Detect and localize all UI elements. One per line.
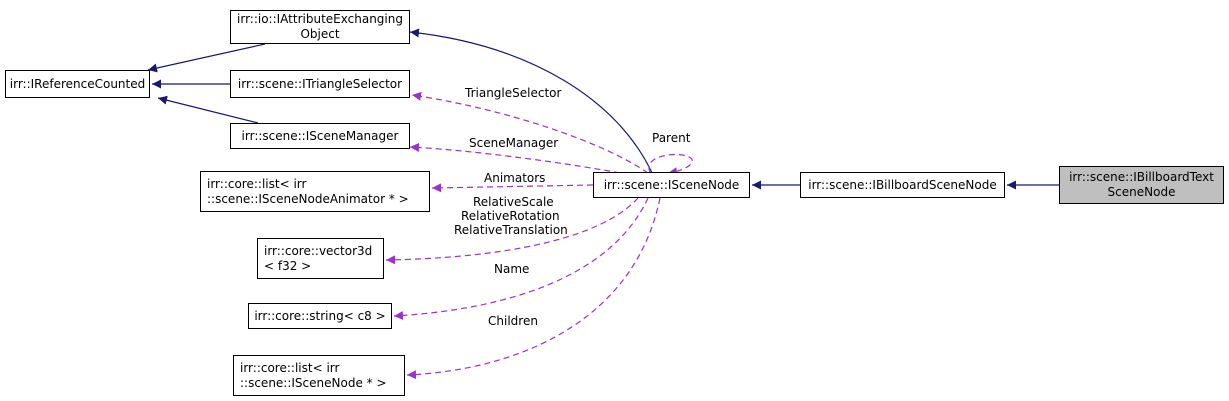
node-iattributeexchangingobject[interactable]: irr::io::IAttributeExchanging Object: [230, 10, 410, 44]
node-vector3d-f32[interactable]: irr::core::vector3d < f32 >: [257, 238, 384, 279]
label-scene-manager: SceneManager: [469, 136, 559, 150]
node-iattributeexchangingobject-line2: Object: [300, 27, 340, 41]
node-vector3d-f32-line1: irr::core::vector3d: [264, 243, 373, 258]
node-ireferencecounted[interactable]: irr::IReferenceCounted: [5, 70, 150, 98]
node-iscenenode[interactable]: irr::scene::ISceneNode: [593, 172, 750, 198]
label-relative-scale: RelativeScale: [473, 195, 554, 209]
node-itriangleselector-line1: irr::scene::ITriangleSelector: [237, 76, 403, 91]
node-iscenemanager-line1: irr::scene::ISceneManager: [241, 128, 399, 143]
edge-scenenode-to-attrex: [409, 28, 653, 174]
node-ibillboardtextscenenode-line1: irr::scene::IBillboardText: [1069, 170, 1214, 184]
edge-scenenode-animlist: [431, 183, 594, 193]
node-iscenemanager[interactable]: irr::scene::ISceneManager: [230, 123, 410, 149]
node-list-iscenenodeanimator[interactable]: irr::core::list< irr ::scene::ISceneNode…: [200, 171, 430, 212]
edge-scenenode-trisel: [411, 91, 649, 174]
edge-scenenode-string: [393, 197, 649, 320]
node-list-iscenenode-line1: irr::core::list< irr: [240, 360, 340, 375]
edge-scenenode-scenemgr: [409, 142, 621, 174]
node-iattributeexchangingobject-line1: irr::io::IAttributeExchanging: [237, 12, 403, 26]
edge-attrex-to-refcounted: [147, 43, 266, 73]
label-relative-rotation: RelativeRotation: [461, 209, 560, 223]
node-ibillboardscenenode-line1: irr::scene::IBillboardSceneNode: [808, 177, 997, 192]
label-parent: Parent: [652, 131, 691, 145]
node-ireferencecounted-line1: irr::IReferenceCounted: [9, 76, 146, 91]
node-string-c8[interactable]: irr::core::string< c8 >: [248, 303, 392, 329]
node-itriangleselector[interactable]: irr::scene::ITriangleSelector: [230, 70, 410, 98]
label-relative-translation: RelativeTranslation: [454, 223, 568, 237]
node-ibillboardtextscenenode[interactable]: irr::scene::IBillboardText SceneNode: [1059, 166, 1224, 204]
edge-scenenode-parent: [648, 153, 693, 177]
node-string-c8-line1: irr::core::string< c8 >: [254, 308, 386, 323]
node-list-iscenenode[interactable]: irr::core::list< irr ::scene::ISceneNode…: [233, 355, 405, 396]
node-ibillboardscenenode[interactable]: irr::scene::IBillboardSceneNode: [800, 172, 1005, 198]
node-list-iscenenode-line2: ::scene::ISceneNode * >: [240, 375, 387, 390]
label-name: Name: [494, 262, 530, 276]
edge-scenenode-vector3d: [385, 197, 639, 265]
node-iscenenode-line1: irr::scene::ISceneNode: [603, 177, 740, 192]
label-children: Children: [488, 314, 538, 328]
node-vector3d-f32-line2: < f32 >: [264, 258, 312, 273]
node-ibillboardtextscenenode-line2: SceneNode: [1107, 185, 1176, 199]
node-list-iscenenodeanimator-line2: ::scene::ISceneNodeAnimator * >: [207, 191, 409, 206]
label-triangle-selector: TriangleSelector: [465, 86, 562, 100]
node-list-iscenenodeanimator-line1: irr::core::list< irr: [207, 176, 307, 191]
label-animators: Animators: [484, 171, 546, 185]
edge-scenemgr-to-refcounted: [157, 95, 259, 124]
